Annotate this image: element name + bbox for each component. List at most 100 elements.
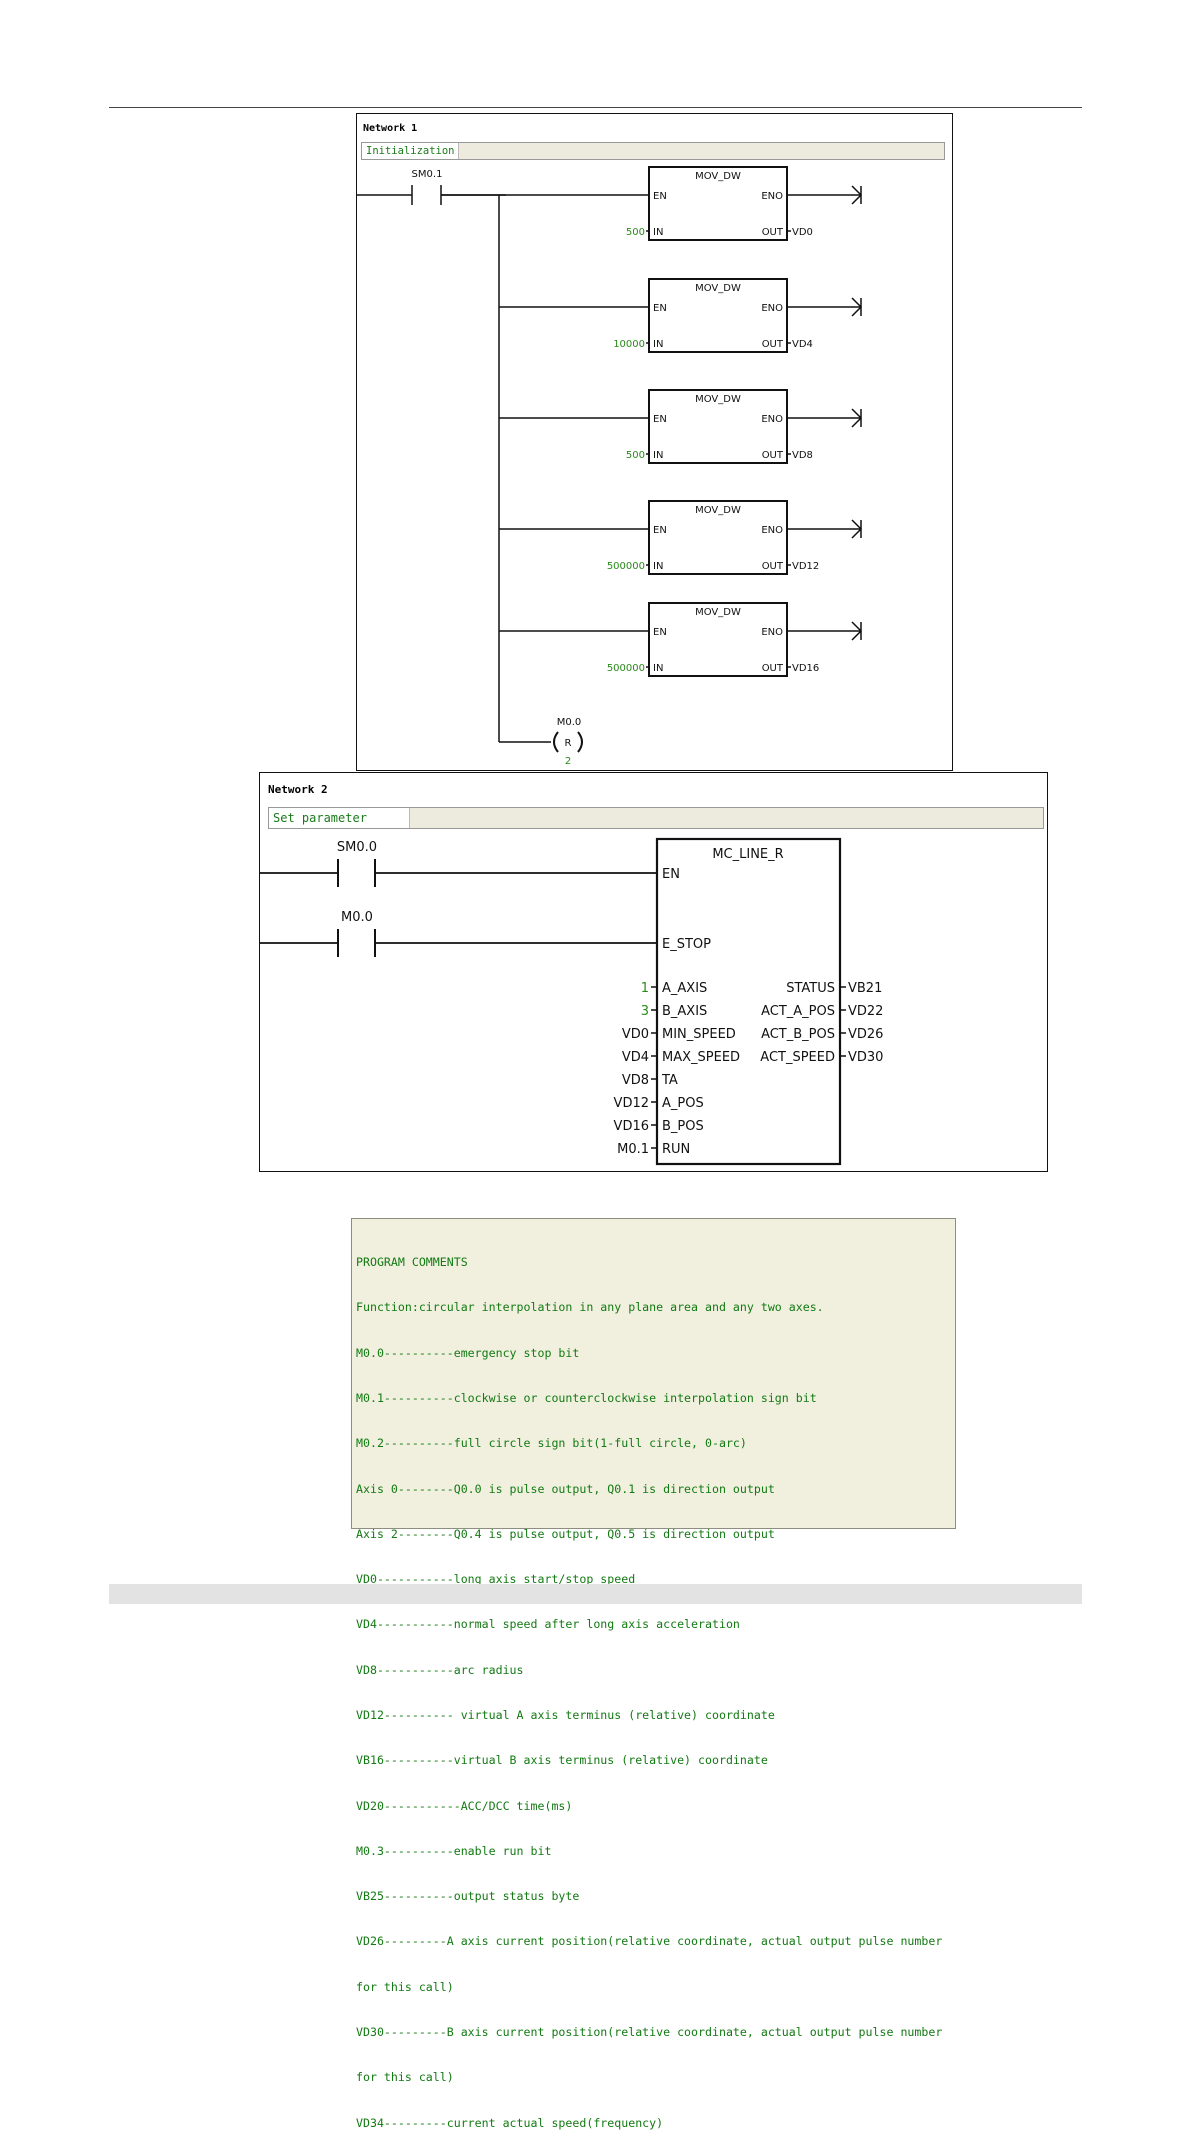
pin-en: EN <box>653 414 667 425</box>
input-value: 1 <box>641 981 649 996</box>
header-rule <box>109 107 1082 108</box>
contact-label: M0.0 <box>341 910 373 925</box>
pin-out: OUT <box>762 450 784 461</box>
comment-line: VB16----------virtual B axis terminus (r… <box>356 1753 768 1768</box>
output-value: VD30 <box>848 1050 883 1065</box>
comment-line: VD30---------B axis current position(rel… <box>356 2024 943 2039</box>
output-pin: ACT_SPEED <box>760 1050 835 1065</box>
mov-dw-block-1[interactable]: MOV_DW EN ENO IN OUT 500 VD0 <box>441 166 863 241</box>
network-1-comment-bar[interactable]: Initialization <box>361 142 945 160</box>
pin-eno: ENO <box>761 191 783 202</box>
network-2-comment-bar[interactable]: Set parameter <box>268 807 1044 829</box>
pin-eno: ENO <box>761 525 783 536</box>
mov-dw-name: MOV_DW <box>695 171 741 182</box>
in-value: 500000 <box>607 561 645 572</box>
pin-en: EN <box>653 303 667 314</box>
pin-out: OUT <box>762 561 784 572</box>
footer-bar <box>109 1584 1082 1604</box>
comment-line: VD20-----------ACC/DCC time(ms) <box>356 1798 573 1813</box>
pin-eno: ENO <box>761 414 783 425</box>
comment-line: Axis 2--------Q0.4 is pulse output, Q0.5… <box>356 1526 775 1541</box>
network-2-panel: Network 2 Set parameter SM0.0 M0.0 MC_LI… <box>259 772 1048 1172</box>
mc-line-r-block[interactable]: MC_LINE_R EN E_STOP 1 A_AXIS 3 B_AXIS VD… <box>614 837 884 1166</box>
pin-eno: ENO <box>761 627 783 638</box>
mov-dw-block-3[interactable]: MOV_DW EN ENO IN OUT 500 VD8 <box>499 389 863 464</box>
contact-sm0-1-label: SM0.1 <box>412 169 443 180</box>
input-value: VD0 <box>622 1027 649 1042</box>
comment-line: VD34---------current actual speed(freque… <box>356 2115 664 2130</box>
pin-out: OUT <box>762 663 784 674</box>
mov-dw-block-2[interactable]: MOV_DW EN ENO IN OUT 10000 VD4 <box>499 278 863 353</box>
pin-en: EN <box>662 867 680 882</box>
output-act-speed: ACT_SPEED VD30 <box>760 1050 883 1065</box>
contact-label: SM0.0 <box>337 840 377 855</box>
eno-arrow-icon <box>851 185 863 205</box>
comment-line: Function:circular interpolation in any p… <box>356 1300 824 1315</box>
input-pin: TA <box>661 1073 678 1088</box>
comment-line: VD12---------- virtual A axis terminus (… <box>356 1708 775 1722</box>
comment-line: M0.2----------full circle sign bit(1-ful… <box>356 1436 747 1451</box>
output-act-a-pos: ACT_A_POS VD22 <box>761 1004 883 1019</box>
output-pin: STATUS <box>786 981 835 996</box>
output-pin: ACT_A_POS <box>761 1004 835 1019</box>
eno-arrow-icon <box>851 297 863 317</box>
output-status: STATUS VB21 <box>786 981 882 996</box>
in-value: 500 <box>626 227 645 238</box>
pin-out: OUT <box>762 227 784 238</box>
comment-line: M0.0----------emergency stop bit <box>356 1345 580 1360</box>
network-1-ladder: SM0.1 MOV_DW EN ENO IN OUT 500 VD0 MOV_D… <box>357 166 863 767</box>
input-min-speed: VD0 MIN_SPEED <box>622 1027 736 1042</box>
input-a-pos: VD12 A_POS <box>614 1096 704 1111</box>
comment-line: VD8-----------arc radius <box>356 1662 524 1677</box>
mov-dw-block-5[interactable]: MOV_DW EN ENO IN OUT 500000 VD16 <box>499 602 863 677</box>
input-value: VD12 <box>614 1096 649 1111</box>
comment-line: M0.1----------clockwise or counterclockw… <box>356 1391 817 1406</box>
coil-right-paren-icon <box>577 731 583 753</box>
reset-coil-m0-0[interactable]: M0.0 R 2 <box>499 717 583 767</box>
output-value: VB21 <box>848 981 882 996</box>
output-value: VD22 <box>848 1004 883 1019</box>
comment-line: M0.3----------enable run bit <box>356 1843 552 1858</box>
input-value: 3 <box>641 1004 649 1019</box>
eno-arrow-icon <box>851 621 863 641</box>
coil-address: M0.0 <box>557 717 582 728</box>
comment-line: Axis 0--------Q0.0 is pulse output, Q0.1… <box>356 1481 775 1496</box>
pin-in: IN <box>653 663 663 674</box>
input-value: VD8 <box>622 1073 649 1088</box>
comment-line: VD4-----------normal speed after long ax… <box>356 1617 740 1632</box>
network-2-ladder: SM0.0 M0.0 MC_LINE_R EN E_STOP 1 A_AXIS <box>260 837 884 1166</box>
program-comments-box: PROGRAM COMMENTS Function:circular inter… <box>351 1218 956 2130</box>
pin-in: IN <box>653 450 663 461</box>
network-1-panel: Network 1 Initialization SM0.1 MOV_DW EN… <box>356 113 953 771</box>
input-ta: VD8 TA <box>622 1073 678 1088</box>
contact-sm0-0[interactable]: SM0.0 <box>260 840 657 887</box>
input-pin: MAX_SPEED <box>662 1050 740 1065</box>
coil-count: 2 <box>565 756 571 767</box>
comment-line: PROGRAM COMMENTS <box>356 1255 468 1270</box>
coil-symbol: R <box>565 738 572 749</box>
output-pin: ACT_B_POS <box>761 1027 835 1042</box>
pin-en: EN <box>653 191 667 202</box>
contact-m0-0[interactable]: M0.0 <box>260 910 657 957</box>
input-pin: B_AXIS <box>662 1004 707 1019</box>
output-act-b-pos: ACT_B_POS VD26 <box>761 1027 883 1042</box>
input-value: VD4 <box>622 1050 649 1065</box>
input-run: M0.1 RUN <box>617 1142 690 1157</box>
pin-out: OUT <box>762 339 784 350</box>
mov-dw-name: MOV_DW <box>695 283 741 294</box>
output-value: VD26 <box>848 1027 883 1042</box>
in-value: 500000 <box>607 663 645 674</box>
eno-arrow-icon <box>851 519 863 539</box>
out-value: VD16 <box>792 663 819 674</box>
input-pin: B_POS <box>662 1119 704 1134</box>
out-value: VD0 <box>792 227 813 238</box>
network-1-title: Network 1 <box>363 123 418 134</box>
in-value: 500 <box>626 450 645 461</box>
mov-dw-name: MOV_DW <box>695 505 741 516</box>
input-pin: A_POS <box>662 1096 704 1111</box>
pin-en: EN <box>653 525 667 536</box>
comment-line: for this call) <box>356 2070 454 2085</box>
input-b-axis: 3 B_AXIS <box>641 1004 708 1019</box>
mov-dw-block-4[interactable]: MOV_DW EN ENO IN OUT 500000 VD12 <box>499 500 863 575</box>
comment-line: VB25----------output status byte <box>356 1889 580 1904</box>
